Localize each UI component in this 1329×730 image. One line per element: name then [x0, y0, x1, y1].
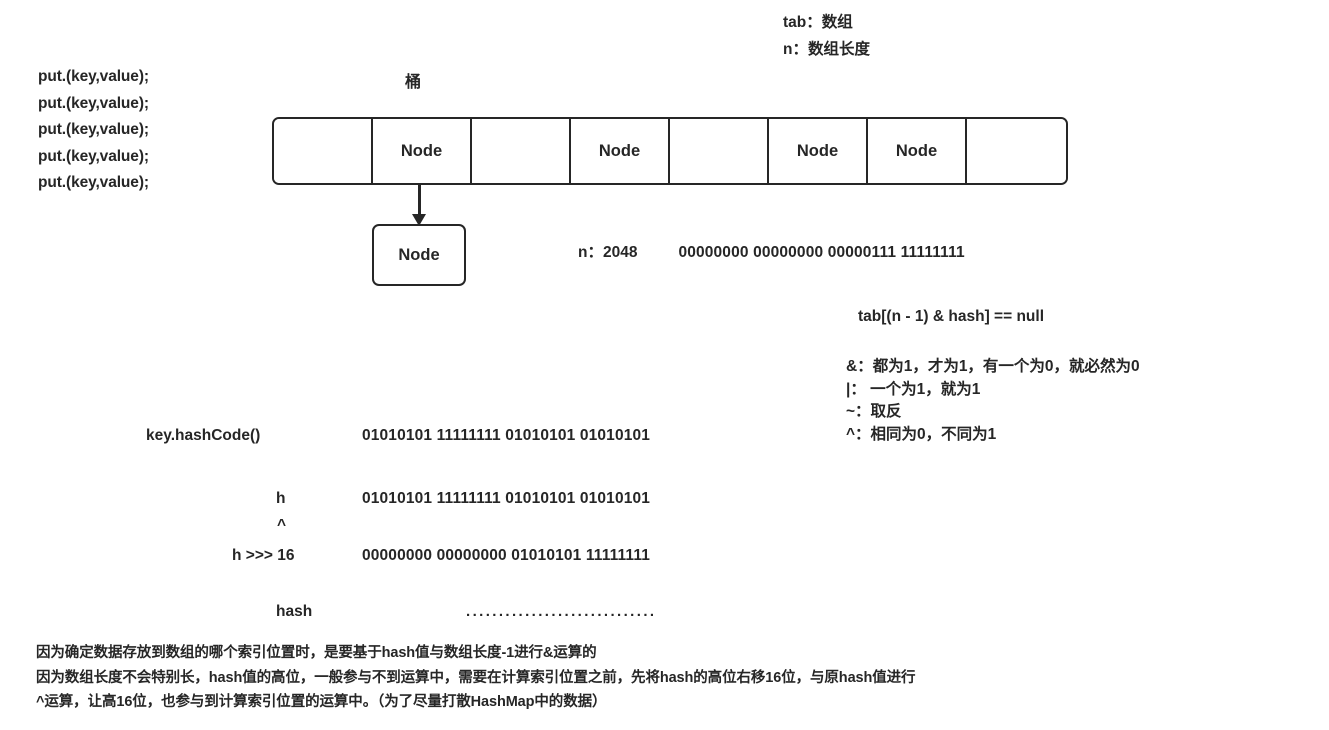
hashcode-bits: 01010101 11111111 01010101 01010101 — [362, 427, 651, 444]
operator-note-and: &：都为1，才为1，有一个为0，就必然为0 — [846, 358, 1140, 375]
bucket-cell: Node — [868, 119, 967, 183]
tab-index-expression: tab[(n - 1) & hash] == null — [858, 308, 1045, 325]
bucket-label: 桶 — [405, 74, 422, 91]
n-value-bits: 00000000 00000000 00000111 11111111 — [678, 244, 965, 261]
put-call-line: put.(key,value); — [38, 147, 149, 165]
chain-arrow-line — [418, 183, 421, 221]
h-shift-bits: 00000000 00000000 01010101 11111111 — [362, 547, 651, 564]
n-value-label: n：2048 — [578, 244, 638, 261]
put-call-line: put.(key,value); — [38, 121, 149, 138]
bucket-array: Node Node Node Node — [272, 117, 1068, 185]
legend-tab-line: tab：数组 — [783, 14, 853, 31]
chain-arrow-head-icon — [412, 214, 426, 226]
chain-node-box: Node — [372, 224, 466, 286]
bucket-cell: Node — [373, 119, 472, 183]
bucket-cell — [967, 119, 1066, 183]
put-call-line: put.(key,value); — [38, 94, 149, 112]
operator-note-or: |： 一个为1，就为1 — [846, 380, 981, 398]
legend-tab-n: tab：数组 n：数组长度 — [783, 9, 870, 63]
legend-n-line: n：数组长度 — [783, 41, 870, 58]
operator-note-xor: ^：相同为0，不同为1 — [846, 425, 997, 443]
hashcode-label: key.hashCode() — [146, 427, 261, 444]
bucket-cell: Node — [769, 119, 868, 183]
put-call-list: put.(key,value); put.(key,value); put.(k… — [38, 64, 149, 197]
h-label: h — [276, 490, 286, 507]
put-call-line: put.(key,value); — [38, 68, 149, 85]
explanation-paragraph: 因为确定数据存放到数组的哪个索引位置时，是要基于hash值与数组长度-1进行&运… — [36, 641, 916, 715]
bucket-cell — [274, 119, 373, 183]
bucket-cell — [472, 119, 571, 183]
bucket-cell — [670, 119, 769, 183]
explanation-line: 因为数组长度不会特别长，hash值的高位，一般参与不到运算中，需要在计算索引位置… — [36, 669, 916, 686]
n-value-row: n：2048 00000000 00000000 00000111 1111111… — [578, 240, 965, 262]
h-shift-label: h >>> 16 — [232, 547, 295, 564]
explanation-line: ^运算，让高16位，也参与到计算索引位置的运算中。（为了尽量打散HashMap中… — [36, 694, 607, 710]
hash-result-label: hash — [276, 603, 313, 620]
bucket-cell: Node — [571, 119, 670, 183]
h-bits: 01010101 11111111 01010101 01010101 — [362, 490, 651, 507]
operator-note-not: ~：取反 — [846, 403, 902, 420]
put-call-line: put.(key,value); — [38, 174, 149, 191]
explanation-line: 因为确定数据存放到数组的哪个索引位置时，是要基于hash值与数组长度-1进行&运… — [36, 645, 597, 661]
operator-notes: &：都为1，才为1，有一个为0，就必然为0 |： 一个为1，就为1 ~：取反 ^… — [846, 356, 1140, 446]
xor-operator-symbol: ^ — [277, 517, 287, 534]
hash-result-bits: ............................. — [466, 603, 657, 620]
